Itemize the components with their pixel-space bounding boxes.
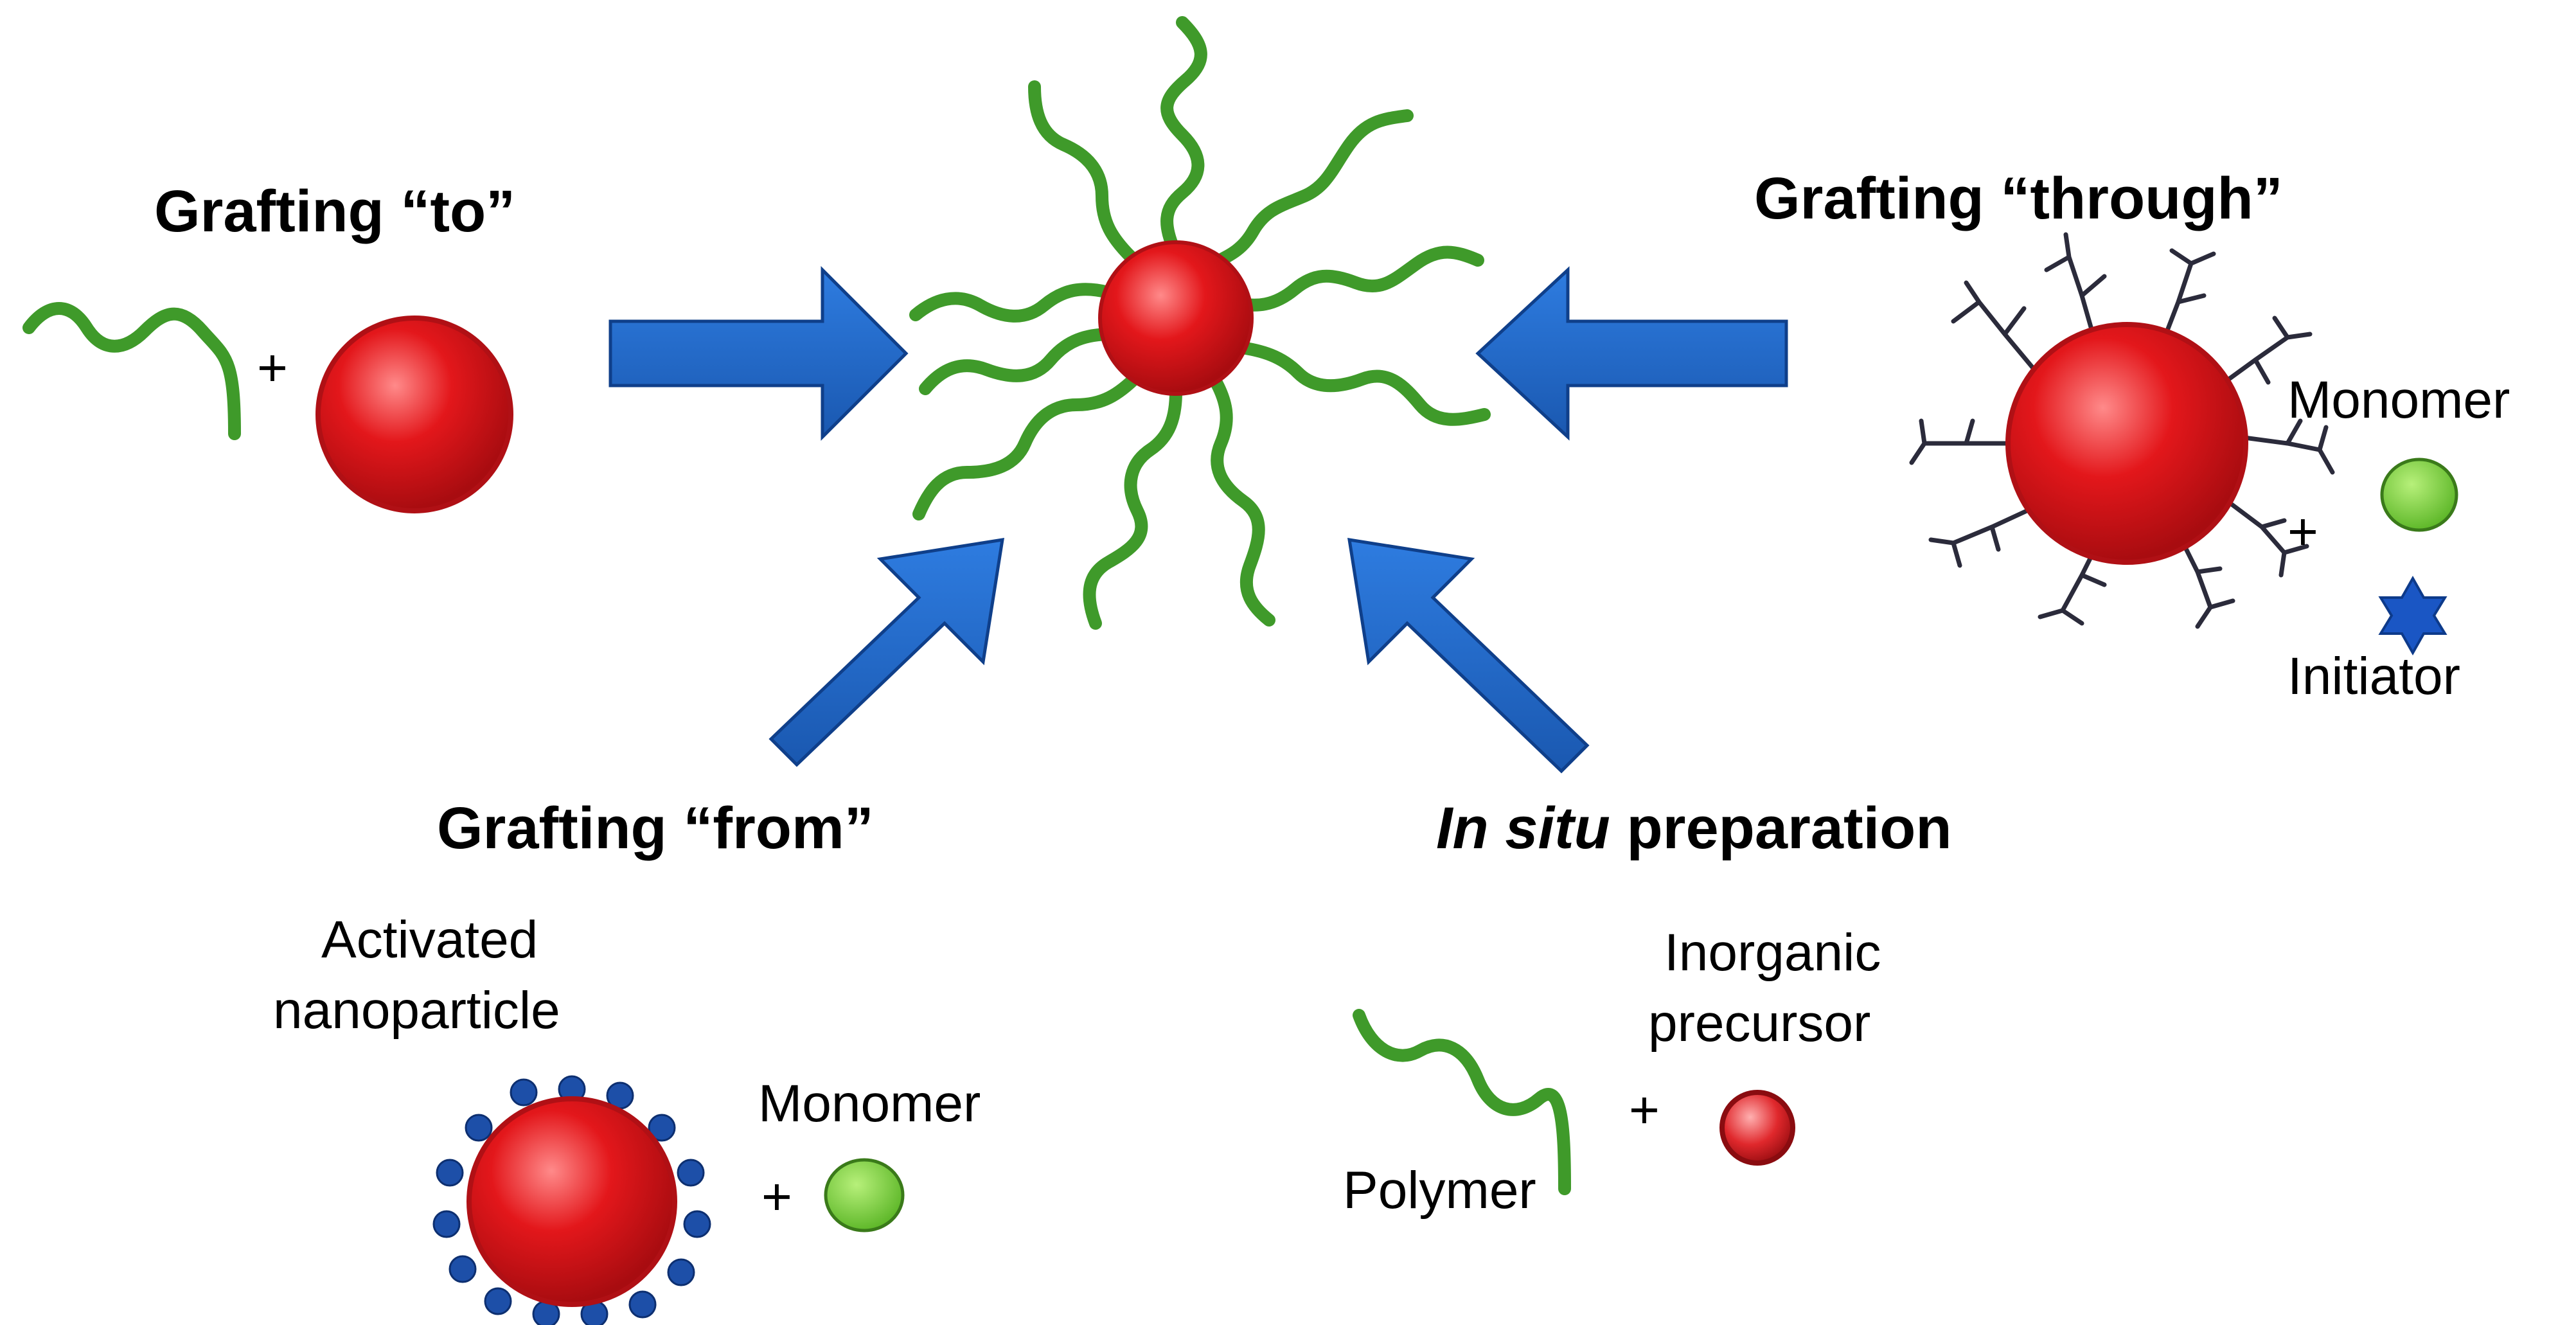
grafting-from-title: Grafting “from”: [437, 796, 874, 861]
arrow-from-left: [608, 265, 909, 441]
plus-sign: +: [2287, 502, 2318, 561]
polymer-brush-chains: [909, 16, 1491, 630]
method-grafting-through: Grafting “through” Monomer + Initiator: [1754, 166, 2510, 706]
activated-nanoparticle: [466, 1096, 677, 1307]
monomer-label: Monomer: [758, 1074, 981, 1133]
in-situ-title-italic: In situ: [1436, 796, 1610, 861]
in-situ-title: In situ preparation: [1436, 796, 1952, 861]
plus-sign: +: [257, 339, 288, 397]
red-sphere-icon: [315, 316, 513, 513]
precursor-label-line2: precursor: [1648, 994, 1870, 1053]
polymer-chain-icon: [1353, 1009, 1571, 1195]
plus-sign: +: [1629, 1081, 1660, 1139]
core-nanoparticle: [1098, 240, 1254, 396]
grafting-to-title: Grafting “to”: [154, 179, 515, 244]
green-sphere-icon: [824, 1158, 905, 1232]
vinyl-groups: [1909, 232, 2335, 629]
arrows: [608, 265, 1788, 774]
plus-sign: +: [761, 1168, 792, 1226]
initiator-label: Initiator: [2287, 647, 2460, 706]
arrow-from-bottom-left: [768, 537, 1005, 767]
grafting-through-title: Grafting “through”: [1754, 166, 2283, 231]
method-in-situ: In situ preparation Polymer + Inorganic …: [1343, 796, 1952, 1220]
method-grafting-to: Grafting “to” +: [22, 179, 515, 513]
green-sphere-icon: [2380, 458, 2458, 532]
activated-label-line1: Activated: [321, 911, 538, 969]
blue-star-icon: [2378, 575, 2447, 656]
arrow-from-right: [1475, 266, 1788, 441]
red-sphere-icon: [2005, 322, 2248, 565]
small-red-sphere-icon: [1719, 1090, 1795, 1166]
monomer-label: Monomer: [2287, 371, 2510, 429]
grafted-nanoparticle: [909, 16, 1491, 630]
method-grafting-from: Grafting “from” Activated nanoparticle M…: [273, 796, 981, 1325]
in-situ-title-rest: preparation: [1610, 796, 1952, 861]
activated-label-line2: nanoparticle: [273, 981, 560, 1040]
activation-dots: [432, 1075, 711, 1325]
precursor-label-line1: Inorganic: [1664, 923, 1881, 982]
polymer-chain-icon: [22, 302, 241, 440]
arrow-from-bottom-right: [1347, 537, 1590, 774]
polymer-label: Polymer: [1343, 1161, 1536, 1220]
